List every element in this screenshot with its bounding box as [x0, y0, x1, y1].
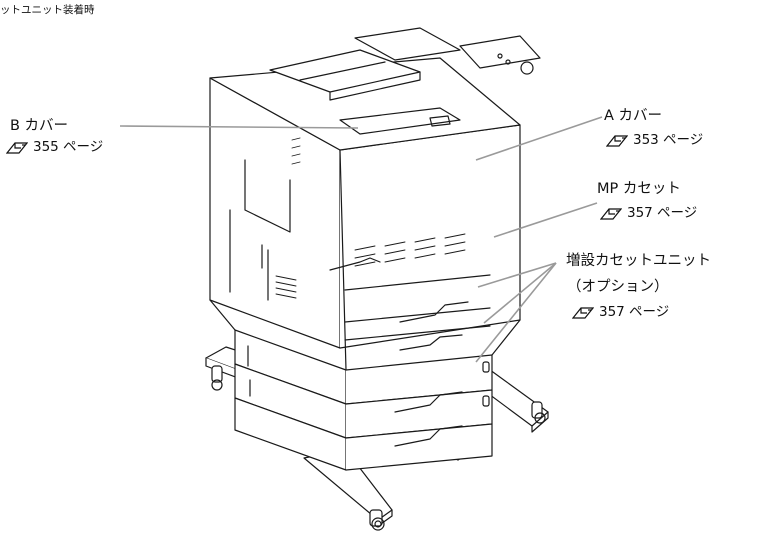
reference-hand-icon	[600, 208, 622, 220]
leader-addon-3	[475, 262, 557, 363]
b-cover-label: B カバー	[10, 118, 69, 134]
vent-slats	[275, 137, 466, 299]
figure-caption: ットユニット装着時	[0, 4, 95, 16]
reference-hand-icon	[606, 135, 628, 147]
leader-a-cover	[475, 116, 603, 161]
mp-cassette-ref: 357 ページ	[600, 207, 697, 221]
mp-cassette-label: MP カセット	[597, 181, 681, 197]
addon-cassette-label: 増設カセットユニット	[566, 253, 711, 269]
reference-hand-icon	[572, 307, 594, 319]
leader-b-cover	[119, 125, 359, 129]
leader-mp	[493, 202, 598, 238]
printer-body	[209, 57, 521, 371]
mp-cassette-ref-text: 357 ページ	[627, 205, 698, 222]
addon-cassette-ref: 357 ページ	[572, 306, 669, 320]
addon-cassette-ref-text: 357 ページ	[599, 304, 670, 321]
a-cover-ref: 353 ページ	[606, 134, 703, 148]
b-cover-ref-text: 355 ページ	[33, 139, 104, 156]
a-cover-ref-text: 353 ページ	[633, 132, 704, 149]
leader-addon-1	[477, 262, 557, 288]
top-cover	[269, 27, 541, 135]
addon-cassette-units	[234, 329, 493, 471]
leader-addon-2	[483, 262, 557, 324]
addon-cassette-option: （オプション）	[567, 279, 669, 295]
reference-hand-icon	[6, 142, 28, 154]
a-cover-label: A カバー	[604, 108, 663, 124]
b-cover-ref: 355 ページ	[6, 141, 103, 155]
